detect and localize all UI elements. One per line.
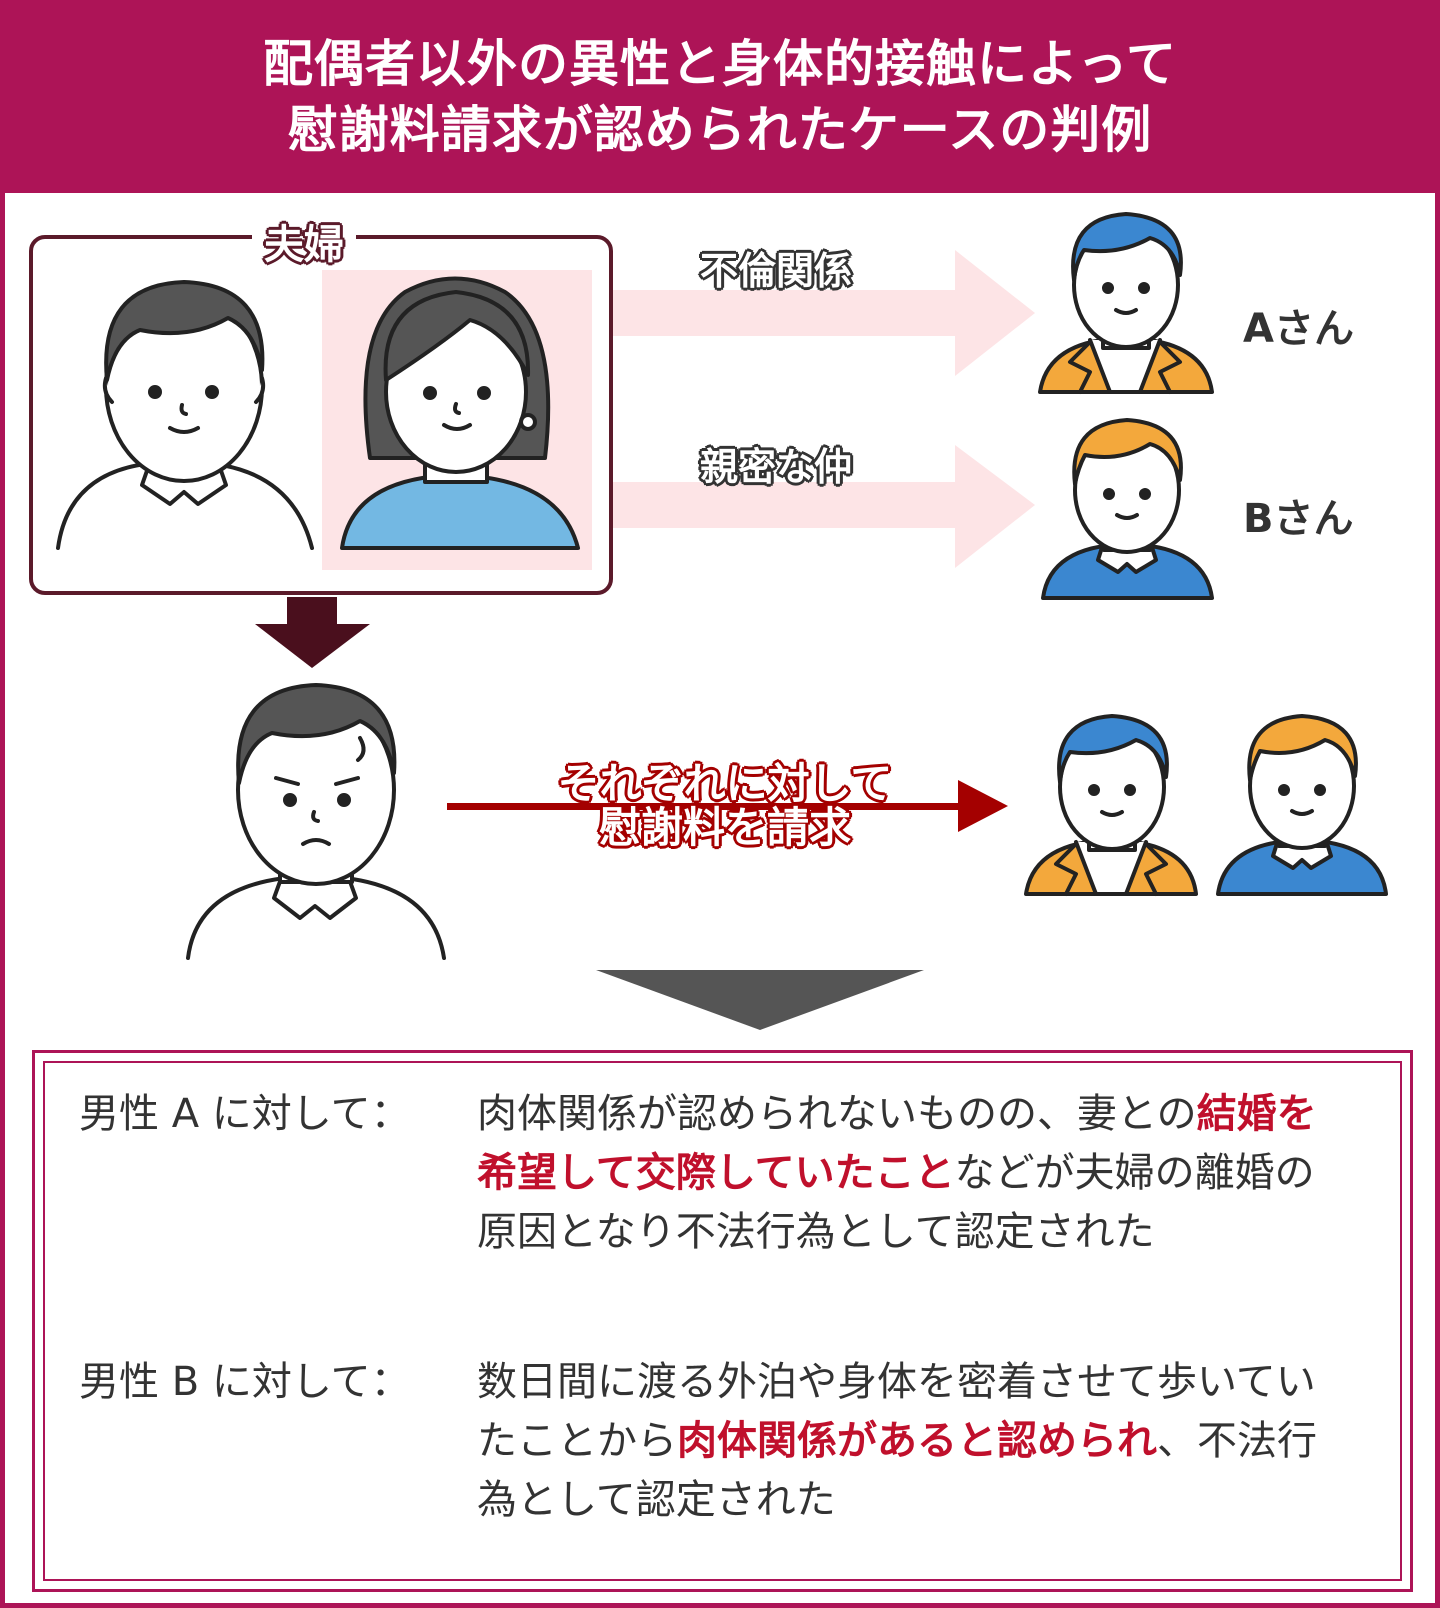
intimate-arrow bbox=[580, 445, 1035, 568]
husband-icon bbox=[56, 280, 314, 550]
result-a-body: 肉体関係が認められないものの、妻との結婚を希望して交際していたことなどが夫婦の離… bbox=[477, 1085, 1347, 1262]
result-a-highlight: 結婚を希望して交際していたこと bbox=[477, 1091, 1317, 1196]
result-a-text1: 肉体関係が認められないものの、妻との bbox=[477, 1091, 1197, 1137]
result-row-b: 男性 B に対して： 数日間に渡る外泊や身体を密着させて歩いていたことから肉体関… bbox=[79, 1353, 1347, 1530]
arrow-down-icon bbox=[255, 597, 370, 668]
claim-label: それぞれに対して 慰謝料を請求 bbox=[525, 762, 925, 850]
angry-husband-icon bbox=[186, 683, 446, 960]
arrow-right-icon bbox=[447, 780, 1008, 832]
person-b-icon bbox=[1216, 714, 1388, 896]
result-b-lead: 男性 B に対して： bbox=[79, 1359, 411, 1405]
result-b-text1: 数日間に渡る外泊や身体を密着させて歩いていたことから bbox=[477, 1359, 1316, 1464]
result-a-lead: 男性 A に対して： bbox=[79, 1091, 411, 1137]
page-header: 配偶者以外の異性と身体的接触によって 慰謝料請求が認められたケースの判例 bbox=[0, 0, 1440, 193]
result-a-text2: などが夫婦の離婚の原因となり不法行為として認定された bbox=[477, 1150, 1315, 1255]
result-box: 男性 A に対して： 肉体関係が認められないものの、妻との結婚を希望して交際して… bbox=[32, 1050, 1413, 1592]
result-b-highlight: 肉体関係があると認められ bbox=[677, 1418, 1157, 1464]
result-row-a: 男性 A に対して： 肉体関係が認められないものの、妻との結婚を希望して交際して… bbox=[79, 1085, 1347, 1262]
couple-label: 夫婦 bbox=[252, 212, 356, 270]
person-b-icon bbox=[1041, 418, 1214, 600]
page-title-line2: 慰謝料請求が認められたケースの判例 bbox=[287, 100, 1153, 159]
result-b-text2: 、不法行為として認定された bbox=[477, 1418, 1317, 1523]
person-a-icon bbox=[1038, 212, 1214, 394]
intimate-label: 親密な仲 bbox=[700, 445, 853, 489]
affair-arrow bbox=[580, 250, 1035, 376]
chevron-down-icon bbox=[596, 970, 924, 1030]
wife-icon bbox=[340, 276, 580, 550]
person-a-label: Aさん bbox=[1243, 306, 1354, 352]
claim-label-line2: 慰謝料を請求 bbox=[598, 803, 851, 852]
result-b-body: 数日間に渡る外泊や身体を密着させて歩いていたことから肉体関係があると認められ、不… bbox=[477, 1353, 1347, 1530]
result-inner-border bbox=[43, 1061, 1402, 1581]
affair-label: 不倫関係 bbox=[700, 249, 853, 293]
page-title-line1: 配偶者以外の異性と身体的接触によって bbox=[263, 34, 1177, 93]
person-a-icon bbox=[1024, 714, 1198, 896]
person-b-label: Bさん bbox=[1243, 496, 1354, 542]
claim-label-line1: それぞれに対して bbox=[557, 759, 893, 808]
